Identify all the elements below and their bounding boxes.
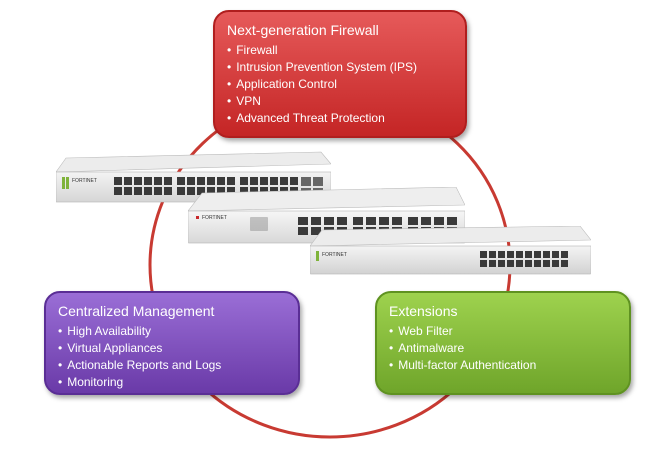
network-port: [489, 260, 496, 267]
network-port: [240, 187, 248, 195]
network-port: [124, 177, 132, 185]
brand-logo-text: FORTINET: [72, 178, 97, 184]
network-port: [197, 177, 205, 185]
network-port: [392, 217, 402, 225]
network-port: [480, 251, 487, 258]
network-port: [177, 177, 185, 185]
network-port: [154, 177, 162, 185]
network-port: [507, 251, 514, 258]
extensions-box: Extensions Web Filter Antimalware Multi-…: [375, 291, 631, 395]
network-port: [498, 260, 505, 267]
network-port: [240, 177, 248, 185]
network-port: [144, 187, 152, 195]
network-port: [187, 177, 195, 185]
network-port: [534, 260, 541, 267]
network-port: [124, 187, 132, 195]
network-port: [516, 251, 523, 258]
network-port: [534, 251, 541, 258]
network-port: [164, 187, 172, 195]
network-port: [353, 217, 363, 225]
network-port: [134, 187, 142, 195]
list-item: VPN: [227, 93, 453, 110]
network-port: [366, 217, 376, 225]
network-port: [134, 177, 142, 185]
network-port: [447, 217, 457, 225]
list-item: Intrusion Prevention System (IPS): [227, 59, 453, 76]
network-port: [421, 217, 431, 225]
network-port: [144, 177, 152, 185]
list-item: Web Filter: [389, 323, 617, 340]
network-port: [408, 217, 418, 225]
network-port: [217, 177, 225, 185]
network-port: [379, 217, 389, 225]
network-port: [561, 260, 568, 267]
network-port: [525, 260, 532, 267]
network-port: [525, 251, 532, 258]
network-port: [337, 217, 347, 225]
network-port: [489, 251, 496, 258]
network-port: [227, 177, 235, 185]
network-port: [552, 260, 559, 267]
network-port: [114, 177, 122, 185]
network-port: [480, 260, 487, 267]
network-port: [543, 260, 550, 267]
management-feature-list: High Availability Virtual Appliances Act…: [58, 323, 286, 391]
network-port: [207, 187, 215, 195]
network-port: [298, 227, 308, 235]
network-port: [507, 260, 514, 267]
network-port: [498, 251, 505, 258]
network-port: [516, 260, 523, 267]
fortinet-appliance-3: FORTINET: [310, 226, 591, 275]
network-port: [154, 187, 162, 195]
list-item: Virtual Appliances: [58, 340, 286, 357]
list-item: Advanced Threat Protection: [227, 110, 453, 127]
network-port: [164, 177, 172, 185]
network-port: [434, 217, 444, 225]
network-port: [260, 187, 268, 195]
network-port: [207, 177, 215, 185]
network-port: [114, 187, 122, 195]
network-port: [311, 217, 321, 225]
network-port: [324, 217, 334, 225]
network-port: [543, 251, 550, 258]
ngfw-feature-list: Firewall Intrusion Prevention System (IP…: [227, 42, 453, 127]
list-item: Actionable Reports and Logs: [58, 357, 286, 374]
extensions-title: Extensions: [389, 303, 458, 319]
list-item: Multi-factor Authentication: [389, 357, 617, 374]
network-port: [298, 217, 308, 225]
next-generation-firewall-box: Next-generation Firewall Firewall Intrus…: [213, 10, 467, 138]
network-port: [260, 177, 268, 185]
list-item: High Availability: [58, 323, 286, 340]
network-port: [197, 187, 205, 195]
svg-text:FORTINET: FORTINET: [322, 252, 347, 258]
network-port: [217, 187, 225, 195]
network-port: [290, 177, 298, 185]
svg-text:FORTINET: FORTINET: [202, 215, 227, 221]
list-item: Monitoring: [58, 374, 286, 391]
network-port: [177, 187, 185, 195]
network-port: [552, 251, 559, 258]
network-port: [270, 177, 278, 185]
network-port: [187, 187, 195, 195]
list-item: Firewall: [227, 42, 453, 59]
network-port: [250, 177, 258, 185]
list-item: Antimalware: [389, 340, 617, 357]
network-port: [561, 251, 568, 258]
management-title: Centralized Management: [58, 303, 215, 319]
list-item: Application Control: [227, 76, 453, 93]
ngfw-title: Next-generation Firewall: [227, 22, 379, 38]
network-port: [250, 187, 258, 195]
network-port: [280, 177, 288, 185]
network-port: [227, 187, 235, 195]
extensions-feature-list: Web Filter Antimalware Multi-factor Auth…: [389, 323, 617, 374]
network-port: [311, 227, 321, 235]
centralized-management-box: Centralized Management High Availability…: [44, 291, 300, 395]
